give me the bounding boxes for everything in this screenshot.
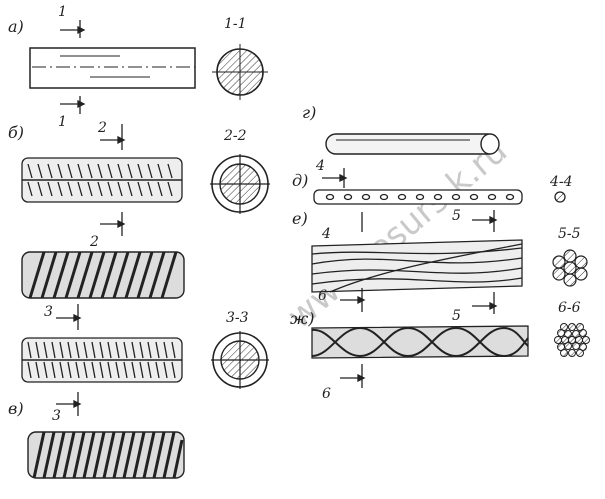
- section-3-3: [211, 331, 269, 389]
- cut-label-4-bottom: 4: [321, 226, 331, 242]
- cut-marker-6-bottom: [340, 364, 366, 388]
- ribbed-bar-dense: [27, 431, 185, 479]
- cut-label-2-bottom: 2: [89, 234, 99, 250]
- cut-marker-3-top: [56, 304, 82, 330]
- smooth-wire: [325, 133, 500, 155]
- section-title-1-1: 1-1: [224, 16, 247, 32]
- cut-label-5-top: 5: [452, 208, 461, 224]
- section-title-6-6: 6-6: [558, 300, 581, 316]
- cut-label-2-top: 2: [97, 120, 107, 136]
- indented-wire: [313, 189, 523, 205]
- section-6-6: [554, 323, 590, 357]
- label-zh: ж): [290, 309, 314, 328]
- label-a: а): [8, 17, 24, 36]
- cut-label-4-top: 4: [315, 158, 325, 174]
- cut-marker-2-bottom: [100, 212, 126, 236]
- cut-marker-1-top: [60, 20, 86, 38]
- cut-label-3-top: 3: [44, 304, 53, 320]
- cut-marker-5-bottom: [472, 292, 498, 314]
- cut-marker-6-top: [340, 288, 366, 312]
- section-2-2: [210, 154, 270, 214]
- cut-label-6-bottom: 6: [322, 386, 331, 402]
- cut-label-1-bottom: 1: [58, 114, 67, 130]
- label-d: д): [292, 171, 308, 190]
- smooth-bar: [29, 47, 196, 89]
- section-4-4: [554, 191, 566, 203]
- section-title-2-2: 2-2: [223, 128, 247, 144]
- cut-label-5-bottom: 5: [452, 308, 461, 324]
- cut-marker-2-top: [100, 124, 126, 150]
- section-1-1: [212, 44, 268, 100]
- ribbed-bar-annular: [21, 337, 183, 383]
- cut-marker-5-top: [472, 210, 498, 232]
- cut-marker-1-bottom: [60, 96, 86, 114]
- label-e: е): [292, 209, 308, 228]
- label-g: г): [302, 103, 316, 122]
- section-5-5: [552, 249, 588, 287]
- cut-label-3-bottom: 3: [52, 408, 61, 424]
- seven-wire-strand: [311, 239, 523, 293]
- ribbed-bar-crescent: [21, 157, 183, 203]
- section-title-4-4: 4-4: [549, 174, 573, 190]
- label-v: в): [8, 399, 24, 418]
- label-b: б): [8, 123, 24, 142]
- cut-label-6-top: 6: [318, 288, 327, 304]
- ribbed-bar-helical: [21, 251, 185, 299]
- twisted-rope: [311, 325, 529, 359]
- section-title-5-5: 5-5: [558, 226, 581, 242]
- section-title-3-3: 3-3: [226, 310, 249, 326]
- cut-label-1-top: 1: [58, 4, 67, 20]
- cut-marker-3-bottom: [56, 392, 82, 416]
- cut-marker-4-top: [322, 168, 348, 188]
